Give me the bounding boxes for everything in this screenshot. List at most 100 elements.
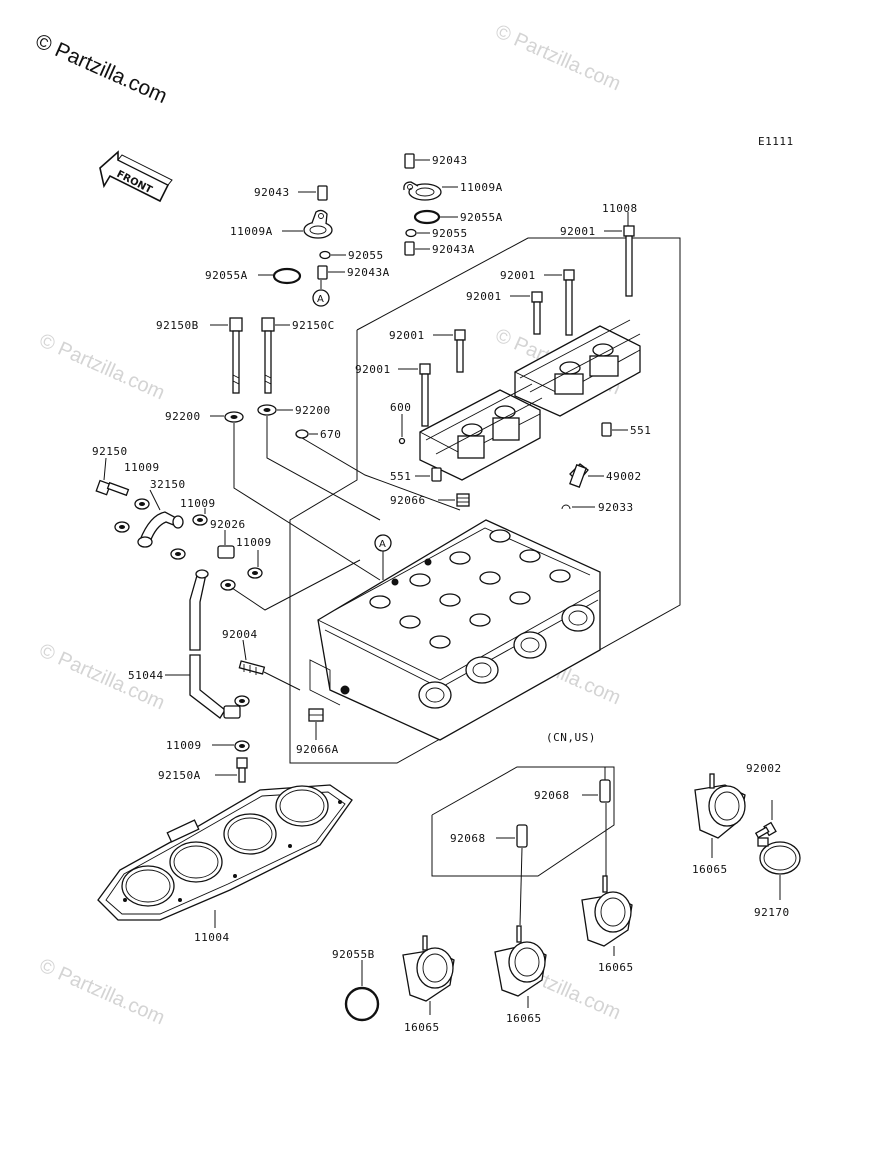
- label-92066A: 92066A: [296, 743, 339, 756]
- holder-16065-mid[interactable]: [581, 875, 633, 956]
- bolt-92001-d[interactable]: [433, 329, 466, 373]
- label-16065-left: 16065: [404, 1021, 440, 1034]
- part-92043A-left[interactable]: [317, 265, 345, 280]
- nut-92066A[interactable]: [308, 708, 324, 740]
- tube-92068-left[interactable]: [496, 824, 528, 926]
- label-92055-top: 92055: [432, 227, 468, 240]
- part-11009A-left[interactable]: [282, 209, 333, 239]
- leader-line: [301, 437, 461, 511]
- washer-11009-d[interactable]: [212, 740, 250, 752]
- tube-92068-right[interactable]: [582, 767, 611, 880]
- label-11009A-left: 11009A: [230, 225, 273, 238]
- label-11009-c: 11009: [236, 536, 272, 549]
- label-551-left: 551: [390, 470, 411, 483]
- label-92150B: 92150B: [156, 319, 199, 332]
- part-11009A-top[interactable]: [403, 181, 458, 201]
- washer-11009-h[interactable]: [234, 695, 250, 707]
- watermark-faint: © Partzilla.com: [36, 954, 168, 1029]
- bolt-92150[interactable]: [95, 457, 130, 497]
- bolt-92150C[interactable]: [261, 317, 290, 394]
- label-92004: 92004: [222, 628, 258, 641]
- oil-hose-51044[interactable]: [165, 569, 241, 719]
- bolt-92150A[interactable]: [215, 757, 248, 783]
- group-outline-11008: [289, 237, 681, 764]
- label-92033: 92033: [598, 501, 634, 514]
- label-92068-left: 92068: [450, 832, 486, 845]
- part-49002[interactable]: [569, 463, 604, 488]
- part-92055-top[interactable]: [405, 228, 430, 238]
- washer-92200-right[interactable]: [257, 404, 293, 416]
- washer-11009-e[interactable]: [114, 521, 130, 533]
- label-16065-mid: 16065: [598, 961, 634, 974]
- dowel-551-right[interactable]: [601, 422, 628, 437]
- label-92055B: 92055B: [332, 948, 375, 961]
- label-92002: 92002: [746, 762, 782, 775]
- part-92055A-left[interactable]: [258, 267, 302, 285]
- screw-92002[interactable]: [754, 800, 777, 839]
- part-92043-top[interactable]: [404, 153, 430, 169]
- label-92055A-top: 92055A: [460, 211, 503, 224]
- label-92043-left: 92043: [254, 186, 290, 199]
- part-92043-left[interactable]: [298, 185, 328, 201]
- part-92033[interactable]: [561, 504, 595, 510]
- label-cnus: (CN,US): [546, 731, 596, 744]
- washer-11009-f[interactable]: [170, 548, 186, 560]
- ref-marker-a-label: A: [317, 294, 324, 305]
- label-32150: 32150: [150, 478, 186, 491]
- label-11009-d: 11009: [166, 739, 202, 752]
- part-92026[interactable]: [217, 530, 235, 559]
- holder-16065-left[interactable]: [402, 935, 455, 1015]
- label-92068-right: 92068: [534, 789, 570, 802]
- bolt-92001-e[interactable]: [398, 363, 431, 427]
- watermark-faint: © Partzilla.com: [492, 20, 624, 95]
- label-11009A-top: 11009A: [460, 181, 503, 194]
- ref-marker-a-top: A: [312, 280, 330, 307]
- camshaft-holder-left[interactable]: [419, 383, 543, 481]
- label-92026: 92026: [210, 518, 246, 531]
- label-16065-right-top: 16065: [692, 863, 728, 876]
- label-92055A-left: 92055A: [205, 269, 248, 282]
- bolt-92150B[interactable]: [210, 317, 243, 394]
- diagram-code: E1111: [758, 135, 794, 148]
- holder-16065-right-top[interactable]: [694, 773, 746, 858]
- washer-11009-g[interactable]: [220, 579, 236, 591]
- pin-600[interactable]: [398, 414, 406, 445]
- head-gasket-11004[interactable]: [97, 784, 353, 928]
- leader-line: [231, 559, 361, 611]
- dowel-551-left[interactable]: [415, 467, 442, 482]
- part-92066[interactable]: [438, 493, 470, 507]
- label-92150C: 92150C: [292, 319, 335, 332]
- bolt-92001-c[interactable]: [510, 291, 543, 335]
- stud-92004[interactable]: [238, 639, 301, 691]
- label-51044: 51044: [128, 669, 164, 682]
- label-92001-e: 92001: [355, 363, 391, 376]
- part-92055-left[interactable]: [319, 250, 346, 260]
- bolt-92001-b[interactable]: [544, 269, 575, 336]
- washer-92200-left[interactable]: [210, 411, 244, 423]
- label-670: 670: [320, 428, 341, 441]
- label-92150A: 92150A: [158, 769, 201, 782]
- ref-marker-a-head: A: [374, 534, 392, 580]
- washer-11009-b[interactable]: [192, 508, 208, 526]
- washer-11009-c[interactable]: [247, 550, 263, 579]
- bolt-92001-a[interactable]: [604, 212, 635, 297]
- label-92055-left: 92055: [348, 249, 384, 262]
- cylinder-head[interactable]: [309, 519, 601, 741]
- oring-92055B[interactable]: [344, 960, 380, 1022]
- label-92001-b: 92001: [500, 269, 536, 282]
- label-11009-a: 11009: [124, 461, 160, 474]
- camshaft-holder-right[interactable]: [514, 319, 641, 417]
- part-92055A-top[interactable]: [413, 209, 458, 225]
- label-600: 600: [390, 401, 411, 414]
- holder-16065-center[interactable]: [494, 925, 547, 1008]
- oring-670[interactable]: [295, 429, 318, 439]
- clamp-92170[interactable]: [757, 837, 801, 900]
- oil-pipe-32150[interactable]: [137, 489, 184, 548]
- label-92001-a: 92001: [560, 225, 596, 238]
- label-551-right: 551: [630, 424, 651, 437]
- part-92043A-top[interactable]: [404, 241, 430, 256]
- label-16065-center: 16065: [506, 1012, 542, 1025]
- group-outline-cnus: [431, 766, 615, 877]
- washer-11009-a[interactable]: [134, 498, 150, 510]
